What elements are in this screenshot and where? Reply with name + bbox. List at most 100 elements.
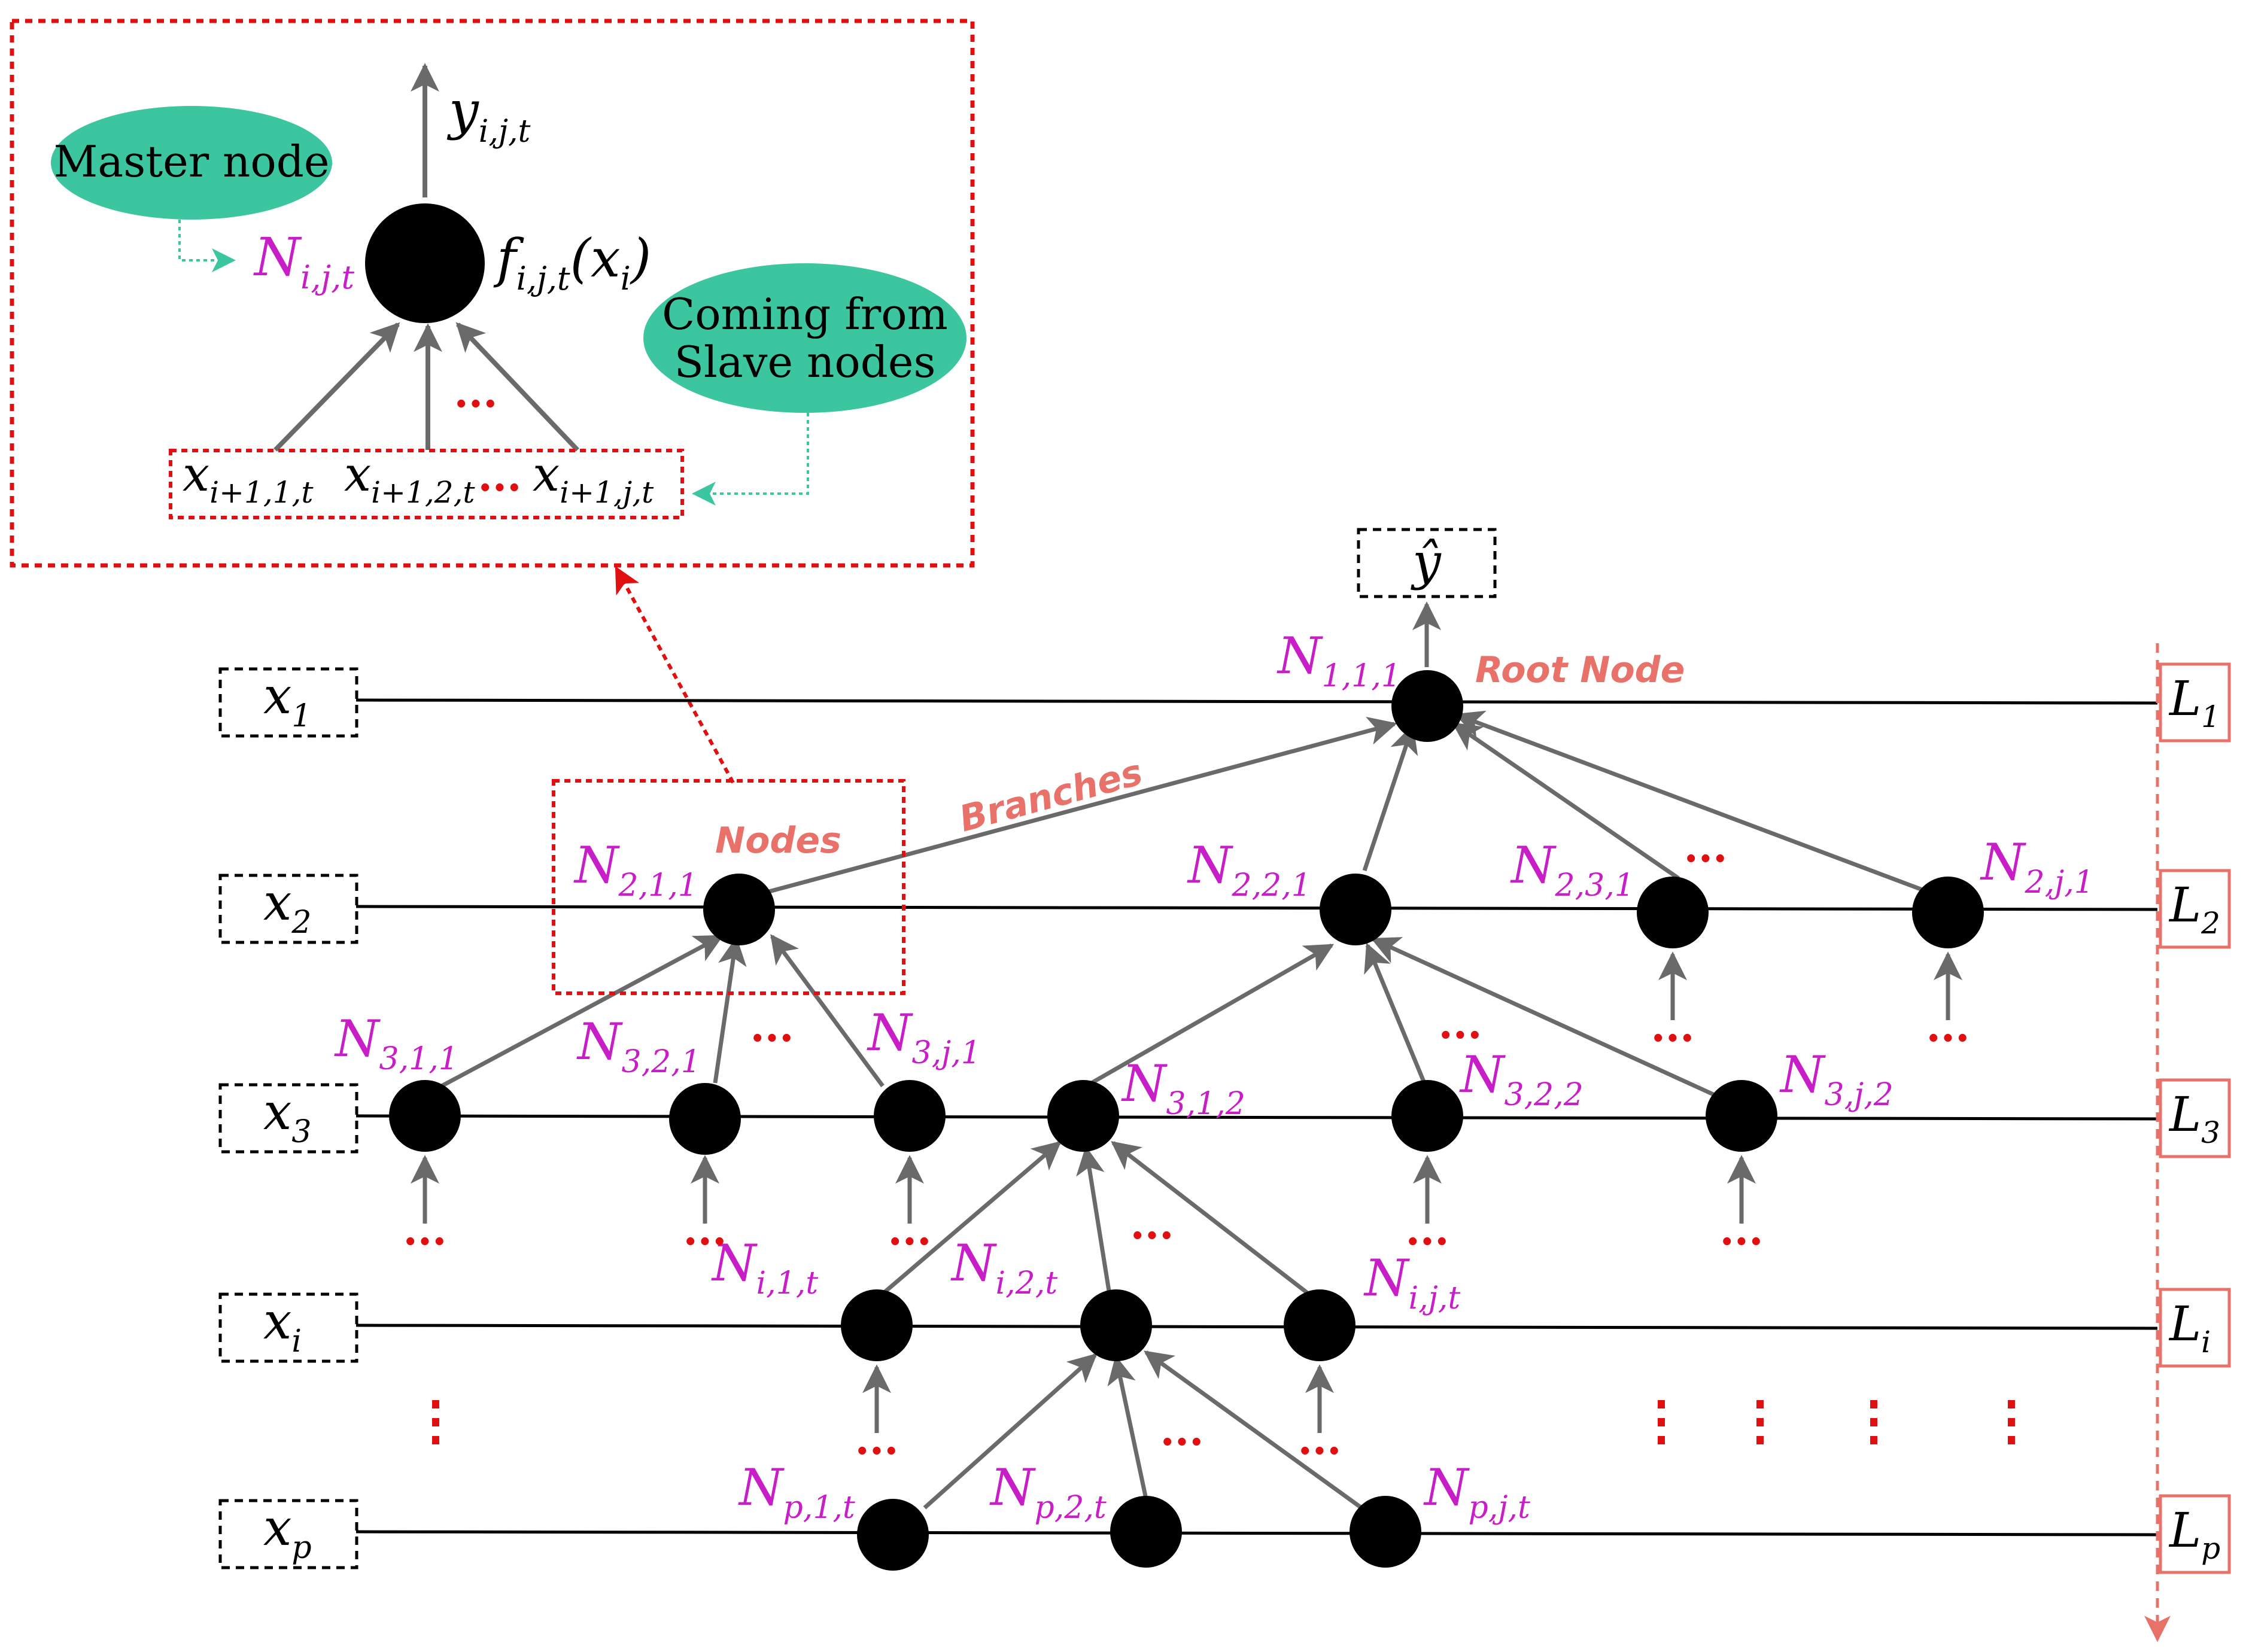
- svg-text:L3: L3: [2168, 1087, 2220, 1150]
- node-n221: [1320, 874, 1391, 945]
- label-np2t: Np,2,t: [989, 1458, 1107, 1526]
- inset-input-3: xi+1,j,t: [533, 446, 654, 510]
- label-n321: N3,2,1: [576, 1012, 701, 1080]
- inset-ellipsis-inputs: ...: [478, 451, 521, 501]
- master-link: [178, 220, 236, 272]
- node-n312: [1047, 1080, 1119, 1152]
- label-n211: N2,1,1: [573, 836, 698, 903]
- inset-border: [10, 19, 975, 568]
- svg-text:xp: xp: [263, 1498, 312, 1566]
- input-boxes: x1 x2 x3 xi xp: [218, 667, 358, 1569]
- layer-L1: L1: [2159, 662, 2231, 743]
- label-nijt: Ni,j,t: [1363, 1249, 1460, 1316]
- layer-lines: [355, 698, 2158, 1537]
- slave-bubble-line1: Coming from: [662, 289, 948, 339]
- vertical-dots: [432, 1400, 2015, 1444]
- node-n322: [1391, 1080, 1463, 1152]
- node-n231: [1637, 877, 1709, 948]
- dots-stub-2j1: ...: [1926, 1002, 1970, 1051]
- node-n311: [389, 1080, 461, 1152]
- svg-text:Lp: Lp: [2168, 1502, 2220, 1566]
- node-n111: [1391, 670, 1463, 742]
- edges: [411, 710, 1962, 1510]
- label-n2j1: N2,j,1: [1980, 833, 2094, 900]
- layer-Li: Li: [2159, 1288, 2231, 1368]
- dots-l2: ...: [1683, 822, 1727, 872]
- master-node-bubble: [51, 106, 332, 220]
- node-ni2t: [1080, 1289, 1152, 1361]
- input-xi: xi: [218, 1292, 358, 1363]
- node-n2j1: [1912, 877, 1984, 948]
- label-n111: N1,1,1: [1277, 626, 1401, 694]
- zoom-arrow: [615, 566, 735, 784]
- dots-stub-231: ...: [1651, 1002, 1694, 1051]
- inset-input-arrow-1: [273, 322, 400, 452]
- svg-text:L2: L2: [2168, 877, 2220, 941]
- layer-Lp: Lp: [2159, 1494, 2231, 1574]
- dots-stub-322: ...: [1405, 1205, 1449, 1255]
- inset-input-1: xi+1,1,t: [183, 446, 314, 510]
- dots-stub-311: ...: [403, 1205, 446, 1255]
- node-n3j2: [1706, 1080, 1777, 1152]
- layer-L3: L3: [2159, 1078, 2231, 1158]
- dots-l3-right: ...: [1438, 999, 1482, 1048]
- input-x3: x3: [218, 1082, 358, 1154]
- inset-input-2: xi+1,2,t: [344, 446, 475, 510]
- output-label: ŷ: [1410, 533, 1442, 591]
- input-x1: x1: [218, 667, 358, 738]
- input-x2: x2: [218, 873, 358, 944]
- node-npjt: [1350, 1496, 1421, 1568]
- vdots-5: [2008, 1400, 2015, 1444]
- node-circles: [389, 670, 1984, 1571]
- layer-boxes: L1 L2 L3 Li Lp: [2159, 662, 2231, 1574]
- svg-text:x3: x3: [263, 1082, 311, 1150]
- svg-text:L1: L1: [2168, 671, 2220, 734]
- label-n231: N2,3,1: [1510, 836, 1634, 903]
- output-box: [1357, 528, 1497, 598]
- inset-inputs-box: [169, 449, 684, 519]
- dots-l3-left: ...: [750, 1002, 794, 1051]
- label-n221: N2,2,1: [1187, 836, 1311, 903]
- node-n211: [703, 874, 775, 945]
- label-np1t: Np,1,t: [738, 1458, 855, 1526]
- svg-text:x1: x1: [263, 667, 311, 734]
- label-n312: N3,1,2: [1121, 1054, 1245, 1122]
- label-n3j2: N3,j,2: [1779, 1045, 1894, 1113]
- label-n311: N3,1,1: [334, 1009, 458, 1077]
- label-ni1t: Ni,1,t: [711, 1234, 818, 1301]
- vdots-4: [1870, 1400, 1877, 1444]
- vdots-2: [1658, 1400, 1665, 1444]
- dots-stub-3j1: ...: [888, 1205, 931, 1255]
- input-xp: xp: [218, 1498, 358, 1569]
- ellipsis-marks: ... ... ... ... ... ... ... ... ... ... …: [403, 822, 1970, 1464]
- inset-node-label: Ni,j,t: [253, 226, 354, 296]
- annotation-root-node: Root Node: [1475, 649, 1685, 691]
- node-nijt: [1284, 1289, 1355, 1361]
- node-n321: [669, 1083, 741, 1155]
- layer-L2: L2: [2159, 869, 2231, 949]
- slave-nodes-bubble: [643, 263, 967, 413]
- svg-text:Li: Li: [2168, 1296, 2211, 1359]
- dots-li: ...: [1130, 1199, 1174, 1249]
- dots-stub-321: ...: [683, 1205, 727, 1255]
- dots-stub-3j2: ...: [1719, 1205, 1763, 1255]
- node-np2t: [1110, 1496, 1182, 1568]
- dots-lp: ...: [1160, 1405, 1203, 1455]
- nodes-highlight-box: [552, 779, 905, 995]
- annotation-nodes: Nodes: [715, 820, 841, 862]
- inset-function-label: fi,j,t(xi): [493, 227, 651, 297]
- dots-stub-ijt: ...: [1297, 1414, 1341, 1464]
- label-ni2t: Ni,2,t: [950, 1234, 1057, 1301]
- label-npjt: Np,j,t: [1423, 1458, 1530, 1526]
- inset-output-label: yi,j,t: [446, 80, 531, 150]
- inset-node: [365, 203, 485, 323]
- label-n3j1: N3,j,1: [867, 1003, 981, 1071]
- node-ni1t: [841, 1289, 913, 1361]
- label-n322: N3,2,2: [1459, 1045, 1584, 1113]
- vdots-3: [1756, 1400, 1764, 1444]
- inset-input-arrow-3: [455, 322, 579, 452]
- svg-text:xi: xi: [263, 1292, 302, 1359]
- slave-link: [692, 413, 809, 506]
- inset-panel: yi,j,t Master node Ni,j,t fi,j,t(xi) Com…: [10, 19, 975, 568]
